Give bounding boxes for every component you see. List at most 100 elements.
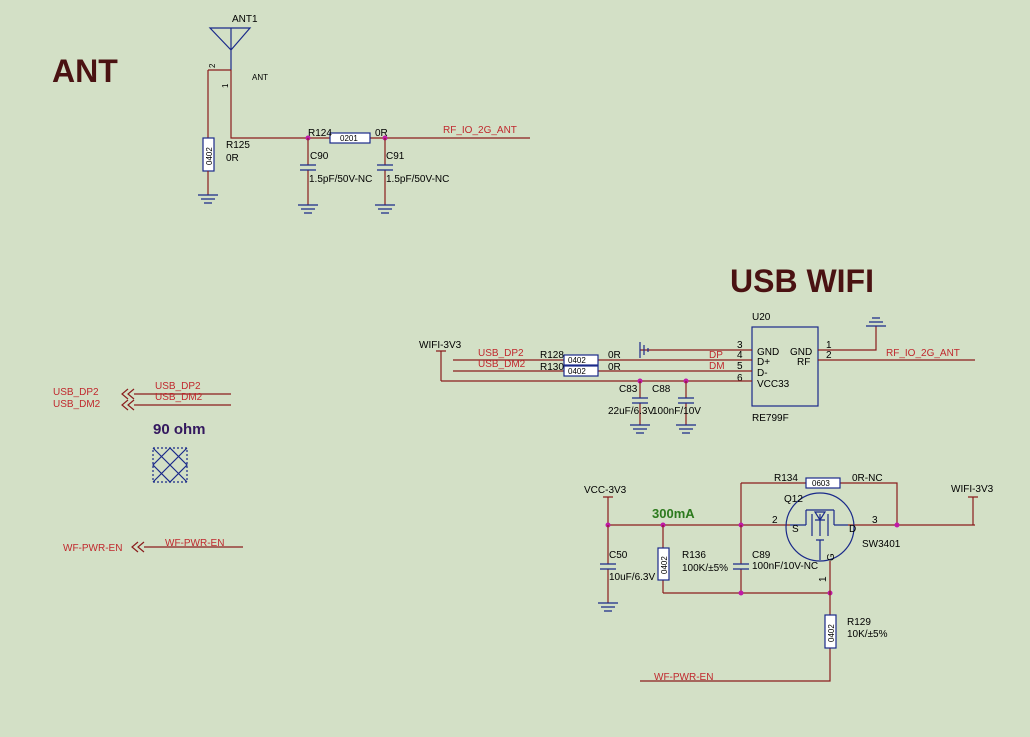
q12-part: SW3401 [862, 539, 901, 550]
port-wf-pwr-en-left[interactable]: WF-PWR-EN WF-PWR-EN [63, 538, 243, 554]
r134-value: 0R-NC [852, 473, 883, 484]
resistor-r124[interactable]: 0201 R124 0R [308, 128, 388, 144]
u20-pin3-name: GND [757, 347, 779, 358]
capacitor-c88[interactable]: C88 100nF/10V [652, 381, 701, 425]
r128-value: 0R [608, 350, 621, 361]
r125-ref: R125 [226, 140, 250, 151]
u20-pin1-name: GND [790, 347, 812, 358]
resistor-r134[interactable]: 0603 R134 0R-NC [774, 473, 883, 489]
resistor-r125[interactable]: 0402 R125 0R [202, 137, 250, 172]
c89-value: 100nF/10V-NC [752, 561, 818, 572]
ant-pin2: 2 [208, 63, 217, 68]
ant-pin1: 1 [221, 83, 230, 88]
r125-value: 0R [226, 153, 239, 164]
u20-pin4-num: 4 [737, 350, 743, 361]
r136-ref: R136 [682, 550, 706, 561]
resistor-r129[interactable]: 0402 R129 10K/±5% [824, 614, 888, 649]
c89-ref: C89 [752, 550, 771, 561]
q12-pin-s: S [792, 524, 799, 535]
c91-value: 1.5pF/50V-NC [386, 174, 449, 185]
u20-pin1-num: 1 [826, 340, 832, 351]
r128-ref: R128 [540, 350, 564, 361]
port-usb-dm2[interactable]: USB_DM2 USB_DM2 [53, 392, 231, 411]
r124-value: 0R [375, 128, 388, 139]
r129-pkg: 0402 [827, 624, 836, 642]
power-vcc-3v3: VCC-3V3 [584, 485, 627, 525]
r124-pkg: 0201 [340, 134, 358, 143]
q12-num-g: 1 [818, 576, 829, 582]
q12-pin-d: D [849, 524, 856, 535]
u20-pin6-num: 6 [737, 373, 743, 384]
r129-ref: R129 [847, 617, 871, 628]
diff-pair-marker [152, 447, 188, 483]
c83-ref: C83 [619, 384, 638, 395]
title-usb-wifi: USB WIFI [730, 263, 874, 299]
r125-pkg: 0402 [205, 147, 214, 165]
impedance-note: 90 ohm [153, 421, 206, 438]
capacitor-c89[interactable]: C89 100nF/10V-NC [733, 525, 818, 593]
q12-num-d: 3 [872, 515, 878, 526]
net-wf-pwr-en-left: WF-PWR-EN [165, 538, 224, 549]
r130-pkg: 0402 [568, 367, 586, 376]
u20-pin3-num: 3 [737, 340, 743, 351]
net-rf-io-2g-ant-top: RF_IO_2G_ANT [443, 125, 517, 136]
capacitor-c50[interactable]: C50 10uF/6.3V [600, 525, 655, 603]
antenna-ant1[interactable]: ANT1 ANT 2 1 [208, 14, 268, 88]
c90-value: 1.5pF/50V-NC [309, 174, 372, 185]
net-usb-dm2-left: USB_DM2 [155, 392, 203, 403]
u20-pin4-name: D+ [757, 357, 770, 368]
c50-value: 10uF/6.3V [609, 572, 655, 583]
ant1-ref: ANT1 [232, 14, 258, 25]
u20-pin6-name: VCC33 [757, 379, 790, 390]
r134-pkg: 0603 [812, 479, 830, 488]
u20-part: RE799F [752, 413, 789, 424]
q12-num-s: 2 [772, 515, 778, 526]
r129-value: 10K/±5% [847, 629, 888, 640]
q12-pin-g: G [826, 553, 837, 561]
wifi-3v3-right-label: WIFI-3V3 [951, 484, 994, 495]
c50-ref: C50 [609, 550, 628, 561]
wifi-3v3-left-label: WIFI-3V3 [419, 340, 462, 351]
r128-pkg: 0402 [568, 356, 586, 365]
net-usb-dp2-left: USB_DP2 [155, 381, 201, 392]
capacitor-c90[interactable]: C90 1.5pF/50V-NC [300, 138, 372, 205]
gnd-c83 [630, 424, 650, 434]
net-usb-dp2: USB_DP2 [478, 348, 524, 359]
r130-value: 0R [608, 362, 621, 373]
net-dp: DP [709, 350, 723, 361]
resistor-r130[interactable]: 0402 R130 0R [540, 362, 621, 377]
net-wf-pwr-en-bottom: WF-PWR-EN [654, 672, 713, 683]
port-usb-dp2-label: USB_DP2 [53, 387, 99, 398]
r124-ref: R124 [308, 128, 332, 139]
u20-ref: U20 [752, 312, 771, 323]
c88-value: 100nF/10V [652, 406, 701, 417]
mosfet-q12[interactable]: Q12 SW3401 S D G 2 3 1 [772, 492, 901, 582]
c90-ref: C90 [310, 151, 329, 162]
gnd-u20-pin3 [639, 342, 649, 358]
port-wf-pwr-en-label: WF-PWR-EN [63, 543, 122, 554]
capacitor-c91[interactable]: C91 1.5pF/50V-NC [377, 138, 449, 205]
r134-ref: R134 [774, 473, 798, 484]
c83-value: 22uF/6.3V [608, 406, 654, 417]
r136-value: 100K/±5% [682, 563, 728, 574]
current-note: 300mA [652, 506, 695, 521]
chip-u20[interactable]: U20 RE799F GND D+ D- VCC33 GND RF 3 4 5 … [737, 312, 832, 424]
port-usb-dp2[interactable]: USB_DP2 USB_DP2 [53, 381, 231, 400]
q12-ref: Q12 [784, 494, 803, 505]
r130-ref: R130 [540, 362, 564, 373]
resistor-r136[interactable]: 0402 R136 100K/±5% [657, 525, 728, 593]
net-dm: DM [709, 361, 725, 372]
c91-ref: C91 [386, 151, 405, 162]
capacitor-c83[interactable]: C83 22uF/6.3V [608, 381, 654, 425]
ant-pin-label: ANT [252, 73, 268, 82]
u20-pin5-name: D- [757, 368, 768, 379]
resistor-r128[interactable]: 0402 R128 0R [540, 350, 621, 366]
r136-pkg: 0402 [660, 556, 669, 574]
gnd-c50 [598, 602, 618, 612]
c88-ref: C88 [652, 384, 671, 395]
port-usb-dm2-label: USB_DM2 [53, 399, 101, 410]
gnd-u20-pin1 [866, 317, 886, 327]
net-usb-dm2: USB_DM2 [478, 359, 526, 370]
u20-pin2-num: 2 [826, 350, 832, 361]
